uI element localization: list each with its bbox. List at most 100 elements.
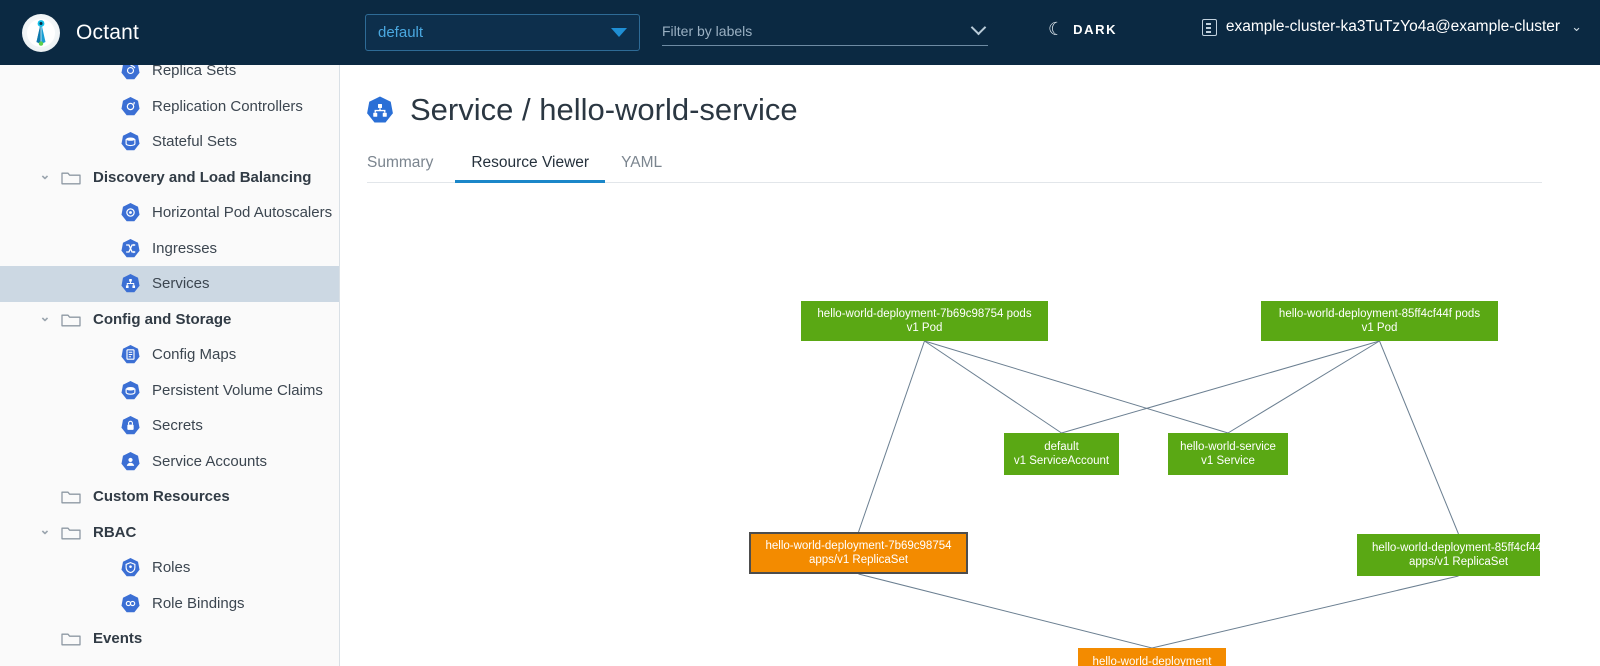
sidebar-item-config-and-storage[interactable]: ⌄ Config and Storage (0, 302, 339, 338)
sidebar-item-events[interactable]: ⌄Events (0, 621, 339, 657)
sidebar-item-role-bindings[interactable]: ⌄Role Bindings (0, 586, 339, 622)
graph-edges (858, 340, 1459, 649)
page-title-text: Service / hello-world-service (410, 92, 798, 127)
resource-graph[interactable]: hello-world-deployment-7b69c98754 pods v1… (340, 182, 1540, 666)
sidebar-item-persistent-volume-claims[interactable]: ⌄Persistent Volume Claims (0, 373, 339, 409)
sidebar-item-label: Services (152, 275, 210, 293)
graph-node-deployment[interactable]: hello-world-deploymentapps/v1 Deployment (1078, 648, 1226, 666)
moon-icon: ☾ (1048, 19, 1065, 39)
services-icon (120, 273, 141, 294)
service-accounts-icon (120, 451, 141, 472)
label-filter-placeholder: Filter by labels (662, 22, 753, 39)
graph-edge (1227, 340, 1380, 434)
stateful-sets-icon (120, 131, 141, 152)
graph-node-kind: v1 Service (1201, 455, 1255, 467)
sidebar-item-config-maps[interactable]: ⌄Config Maps (0, 337, 339, 373)
sidebar-item-custom-resources[interactable]: ⌄Custom Resources (0, 479, 339, 515)
folder-icon (61, 170, 81, 185)
graph-edge (924, 340, 1229, 434)
sidebar-item-label: Secrets (152, 417, 203, 435)
tab-yaml[interactable]: YAML (621, 154, 663, 171)
graph-node-kind: apps/v1 ReplicaSet (808, 554, 909, 566)
main-content: Service / hello-world-service Summary Res… (340, 65, 1600, 666)
sidebar-item-label: Config and Storage (93, 310, 232, 328)
sidebar-item-label: Role Bindings (152, 594, 245, 612)
sidebar-item-label: Roles (152, 559, 191, 577)
sidebar-item-replication-controllers[interactable]: ⌄Replication Controllers (0, 89, 339, 125)
cluster-icon (1201, 18, 1217, 36)
sidebar-item-service-accounts[interactable]: ⌄Service Accounts (0, 444, 339, 480)
sidebar-item-roles[interactable]: ⌄Roles (0, 550, 339, 586)
graph-node-name: hello-world-deployment-7b69c98754 pods (817, 308, 1032, 320)
graph-node-kind: v1 Pod (1361, 322, 1398, 334)
sidebar-item-discovery-and-load-balancing[interactable]: ⌄Discovery and Load Balancing (0, 160, 339, 196)
graph-edge (1379, 340, 1459, 535)
tab-bar[interactable]: Summary Resource Viewer YAML (367, 150, 1542, 183)
replica-sets-icon (120, 65, 141, 81)
graph-edge (858, 340, 925, 533)
chevron-down-icon (970, 19, 987, 36)
sidebar-item-label: Custom Resources (93, 488, 230, 506)
secrets-icon (120, 415, 141, 436)
namespace-selector[interactable]: default (365, 14, 640, 51)
replication-controllers-icon (120, 96, 141, 117)
sidebar-item-horizontal-pod-autoscalers[interactable]: ⌄Horizontal Pod Autoscalers (0, 195, 339, 231)
graph-node-rs-left[interactable]: hello-world-deployment-7b69c98754 apps/v1… (749, 532, 968, 574)
sidebar-item-ingresses[interactable]: ⌄Ingresses (0, 231, 339, 267)
role-bindings-icon (120, 593, 141, 614)
graph-edge (1061, 340, 1380, 434)
tab-summary[interactable]: Summary (367, 154, 434, 171)
sidebar-item-label: Horizontal Pod Autoscalers (152, 204, 333, 222)
folder-icon (61, 489, 81, 504)
chevron-down-icon[interactable]: ⌄ (39, 166, 51, 182)
sidebar-item-label: Events (93, 630, 143, 648)
graph-node-pod-left[interactable]: hello-world-deployment-7b69c98754 pods v1… (801, 301, 1048, 341)
sidebar-item-label: Ingresses (152, 239, 218, 257)
horizontal-pod-autoscalers-icon (120, 202, 141, 223)
dark-theme-label: DARK (1073, 21, 1118, 37)
chevron-down-icon[interactable]: ⌄ (39, 308, 51, 324)
tab-resource-viewer[interactable]: Resource Viewer (455, 150, 605, 183)
folder-icon (61, 312, 81, 327)
sidebar-item-label: RBAC (93, 523, 137, 541)
sidebar-item-rbac[interactable]: ⌄ RBAC (0, 515, 339, 551)
graph-node-name: hello-world-deployment (1092, 656, 1212, 666)
sidebar-item-label: Persistent Volume Claims (152, 381, 323, 399)
triangle-down-icon (611, 28, 627, 37)
graph-edge (1151, 575, 1459, 649)
service-icon (365, 95, 395, 125)
sidebar-item-label: Replica Sets (152, 65, 237, 80)
sidebar-item-stateful-sets[interactable]: ⌄Stateful Sets (0, 124, 339, 160)
chevron-down-icon: ⌄ (1571, 19, 1582, 34)
graph-node-service[interactable]: hello-world-service v1 Service (1168, 433, 1288, 475)
brand-name: Octant (76, 20, 140, 44)
namespace-value: default (378, 24, 424, 41)
persistent-volume-claims-icon (120, 380, 141, 401)
config-maps-icon (120, 344, 141, 365)
sidebar-item-secrets[interactable]: ⌄Secrets (0, 408, 339, 444)
folder-icon (61, 525, 81, 540)
sidebar-item-replica-sets[interactable]: ⌄Replica Sets (0, 65, 339, 89)
graph-edge (924, 340, 1062, 434)
sidebar-item-label: Replication Controllers (152, 97, 303, 115)
sidebar-item-services[interactable]: ⌄Services (0, 266, 339, 302)
graph-node-name: hello-world-deployment-7b69c98754 (765, 540, 952, 552)
graph-edge (858, 573, 1153, 649)
graph-node-name: hello-world-service (1180, 441, 1276, 453)
sidebar-item-label: Config Maps (152, 346, 237, 364)
sidebar-item-label: Stateful Sets (152, 133, 238, 151)
chevron-down-icon[interactable]: ⌄ (39, 521, 51, 537)
octant-obelisk-logo-icon (22, 13, 60, 52)
top-header: Octant default Filter by labels ☾ DARK e… (0, 0, 1600, 65)
cluster-selector[interactable]: example-cluster-ka3TuTzYo4a@example-clus… (1201, 18, 1582, 36)
roles-icon (120, 557, 141, 578)
brand[interactable]: Octant (22, 13, 140, 52)
cluster-name: example-cluster-ka3TuTzYo4a@example-clus… (1225, 18, 1561, 35)
dark-theme-toggle[interactable]: ☾ DARK (1048, 20, 1117, 38)
sidebar-nav[interactable]: ⌄Replica Sets⌄Replication Controllers⌄St… (0, 65, 340, 666)
label-filter-input[interactable]: Filter by labels (662, 16, 988, 46)
graph-node-kind: v1 Pod (906, 322, 943, 334)
